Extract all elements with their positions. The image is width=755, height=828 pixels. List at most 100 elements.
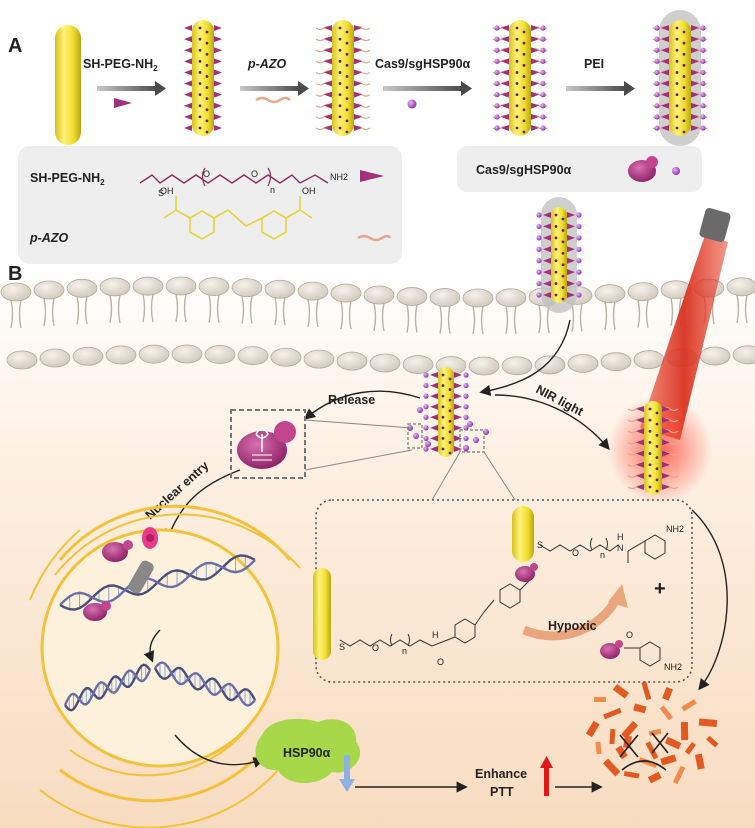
peg-dot: [205, 108, 209, 112]
peg-chain: [324, 113, 332, 120]
peg-chain: [661, 113, 669, 120]
legend-box-left: [18, 146, 402, 264]
peg-dot: [441, 415, 445, 419]
tumor-fragment: [672, 765, 686, 785]
cas9-dot: [654, 47, 660, 53]
peg-dot: [682, 75, 686, 78]
lipid-head-lower: [534, 355, 566, 375]
peg-dot: [554, 225, 558, 228]
tumor-fragment: [638, 757, 658, 768]
lipid-head-lower: [303, 349, 335, 369]
peg-chain: [430, 414, 438, 421]
lipid-head-lower: [501, 356, 533, 376]
peg-dot: [205, 41, 209, 45]
peg-chain: [661, 69, 669, 76]
cas9-dot: [463, 414, 469, 420]
peg-chain: [567, 292, 575, 298]
cas9-dot: [540, 47, 546, 53]
cas9-dot: [536, 258, 542, 264]
cas9-dot: [494, 58, 500, 64]
cas9-dot: [540, 36, 546, 42]
peg-chain: [354, 36, 362, 43]
cleavage-arrow: [143, 629, 161, 663]
peg-chain: [661, 80, 669, 87]
dna-cut-left-strand: [63, 669, 152, 706]
peg-dot: [205, 86, 209, 89]
top-n-atom: N: [617, 543, 624, 553]
peg-dot: [675, 37, 679, 41]
lipid-tail-upper: [43, 297, 55, 327]
peg-chain: [567, 223, 575, 230]
enhance-label: Enhance: [475, 767, 527, 781]
lipid-tail-upper: [307, 299, 319, 328]
peg-chain: [531, 69, 539, 76]
peg-chain: [354, 91, 362, 98]
lipid-tail-upper: [76, 296, 88, 325]
linker-h-atom: H: [432, 630, 439, 640]
peg-chain: [567, 246, 575, 253]
free-cas9-dot: [463, 445, 469, 451]
cas9-dot: [700, 80, 706, 87]
peg-dot: [338, 59, 342, 63]
lipid-tail-upper: [637, 299, 649, 328]
peg-chain: [691, 80, 699, 87]
step-label-peg: SH-PEG-NH2: [83, 57, 158, 73]
peg-chain: [543, 269, 551, 276]
peg-dot: [561, 229, 565, 232]
peg-chain: [543, 257, 551, 264]
lipid-head-upper: [0, 282, 32, 302]
cas9-dot: [540, 125, 546, 131]
peg-dot: [448, 409, 452, 413]
zoom-target-linker: [459, 429, 485, 453]
peg-dot: [561, 251, 565, 255]
peg-chain: [214, 47, 222, 54]
peg-dot: [561, 263, 565, 267]
lipid-head-upper: [495, 288, 527, 308]
peg-chain: [662, 417, 670, 424]
peg-dot: [648, 418, 652, 422]
nanorod: [423, 367, 469, 457]
peg-dot: [522, 97, 526, 101]
top-nh2: NH2: [666, 524, 684, 534]
peg-dot: [345, 30, 349, 34]
peg-chain: [501, 47, 509, 54]
step-arrow-4: [566, 81, 635, 96]
peg-dot: [675, 93, 679, 97]
cas9-dot: [700, 25, 706, 31]
peg-dot: [648, 463, 652, 467]
lipid-head-upper: [132, 276, 164, 296]
peg-dot: [522, 75, 526, 78]
tumor-fragment: [609, 728, 616, 745]
peg-dot: [198, 126, 202, 130]
free-cas9-dot: [467, 421, 473, 427]
lipid-tail-upper: [340, 300, 352, 330]
peg-chain: [662, 484, 670, 490]
peg-dot: [345, 86, 349, 89]
lipid-head-lower: [39, 348, 71, 368]
peg-chain: [661, 125, 669, 131]
tumor-fragment: [698, 718, 718, 728]
cas9-dot: [494, 36, 500, 42]
peg-dot: [205, 130, 209, 134]
peg-dot: [345, 119, 349, 123]
nanorod: [492, 20, 548, 136]
peg-chain: [543, 280, 551, 287]
peg-chain: [543, 212, 551, 218]
lipid-head-lower: [468, 356, 500, 376]
pei-coated-nanorod: [536, 197, 582, 313]
cas9-dot: [654, 114, 660, 120]
cas9-dot: [576, 212, 582, 218]
enhance-up-arrow-shaft: [544, 766, 549, 796]
peg-dot: [682, 108, 686, 112]
peg-dot: [441, 405, 445, 409]
peg-dot: [682, 97, 686, 101]
peg-chain: [662, 472, 670, 479]
linker-s-atom: S: [339, 642, 345, 652]
cas9-dot: [700, 103, 706, 109]
peg-dot: [561, 297, 565, 301]
top-h-atom: H: [617, 532, 624, 542]
rod-body: [438, 367, 454, 457]
peg-dot: [554, 236, 558, 240]
peg-dot: [448, 441, 452, 444]
lipid-head-lower: [105, 345, 137, 365]
